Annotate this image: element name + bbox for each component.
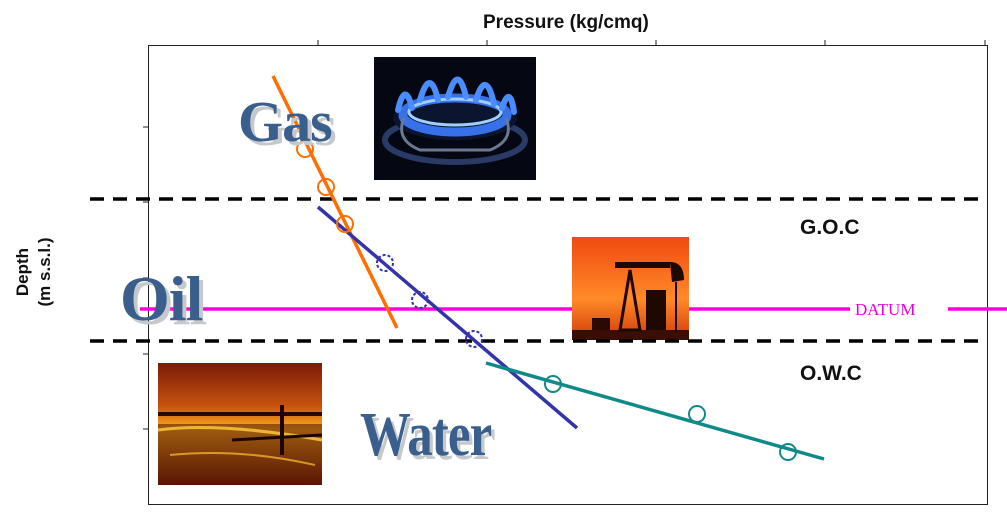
water-sunset-image [157,363,323,485]
oil-point [411,291,429,309]
x-axis-title: Pressure (kg/cmq) [483,12,649,33]
water-zone-label: Water [360,401,492,469]
water-point [544,375,562,393]
gas-zone-label: Gas [238,89,333,154]
water-point [779,443,797,461]
top-ticks [317,40,986,45]
gas-burner-image [374,57,536,180]
oil-pumpjack-image [572,237,689,340]
water-point [688,405,706,423]
gas-point [336,215,354,233]
oil-point [376,254,394,272]
plot-frame [148,45,988,505]
oil-gradient-line [316,205,579,430]
left-ticks [143,126,148,430]
water-gradient-line [485,361,825,461]
oil-zone-label: Oil [120,263,203,334]
goc-label: G.O.C [800,216,860,239]
gas-gradient-line [271,75,399,329]
datum-label: DATUM [855,300,916,319]
owc-label: O.W.C [800,362,862,385]
oil-point [465,330,483,348]
gas-point [296,140,314,158]
gas-point [317,178,335,196]
